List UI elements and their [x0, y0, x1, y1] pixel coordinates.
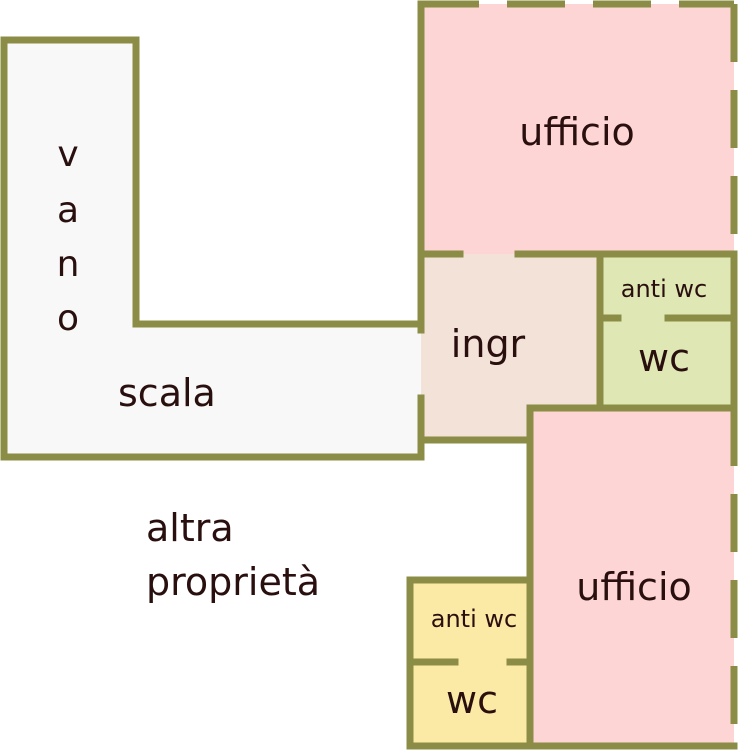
stairwell-outer-wall [0, 36, 425, 461]
anti-wc-top-label: anti wc [621, 275, 707, 303]
entrance-area [421, 254, 600, 440]
wc-bottom-area [410, 662, 530, 746]
vano-letter-3: n [57, 244, 80, 285]
stairwell-area [4, 40, 421, 457]
wc-bottom-label: wc [446, 678, 498, 722]
anti-wc-top-area [600, 254, 734, 318]
other-property-line1: altra [146, 506, 234, 550]
office-top-area [421, 4, 734, 254]
office-bottom-label: ufficio [576, 565, 692, 609]
entrance-label: ingr [451, 322, 526, 366]
vano-letter-1: v [57, 134, 78, 175]
vano-letter-2: a [57, 190, 79, 231]
office-bottom-area [530, 408, 734, 746]
vano-letter-4: o [57, 298, 79, 339]
wc-top-area [600, 318, 734, 408]
office-top-label: ufficio [519, 110, 635, 154]
anti-wc-bottom-label: anti wc [431, 605, 517, 633]
scala-label: scala [118, 371, 216, 415]
wc-top-label: wc [638, 336, 690, 380]
other-property-line2: proprietà [146, 560, 320, 604]
stairwell-wall [0, 36, 425, 328]
anti-wc-bottom-area [410, 580, 530, 662]
